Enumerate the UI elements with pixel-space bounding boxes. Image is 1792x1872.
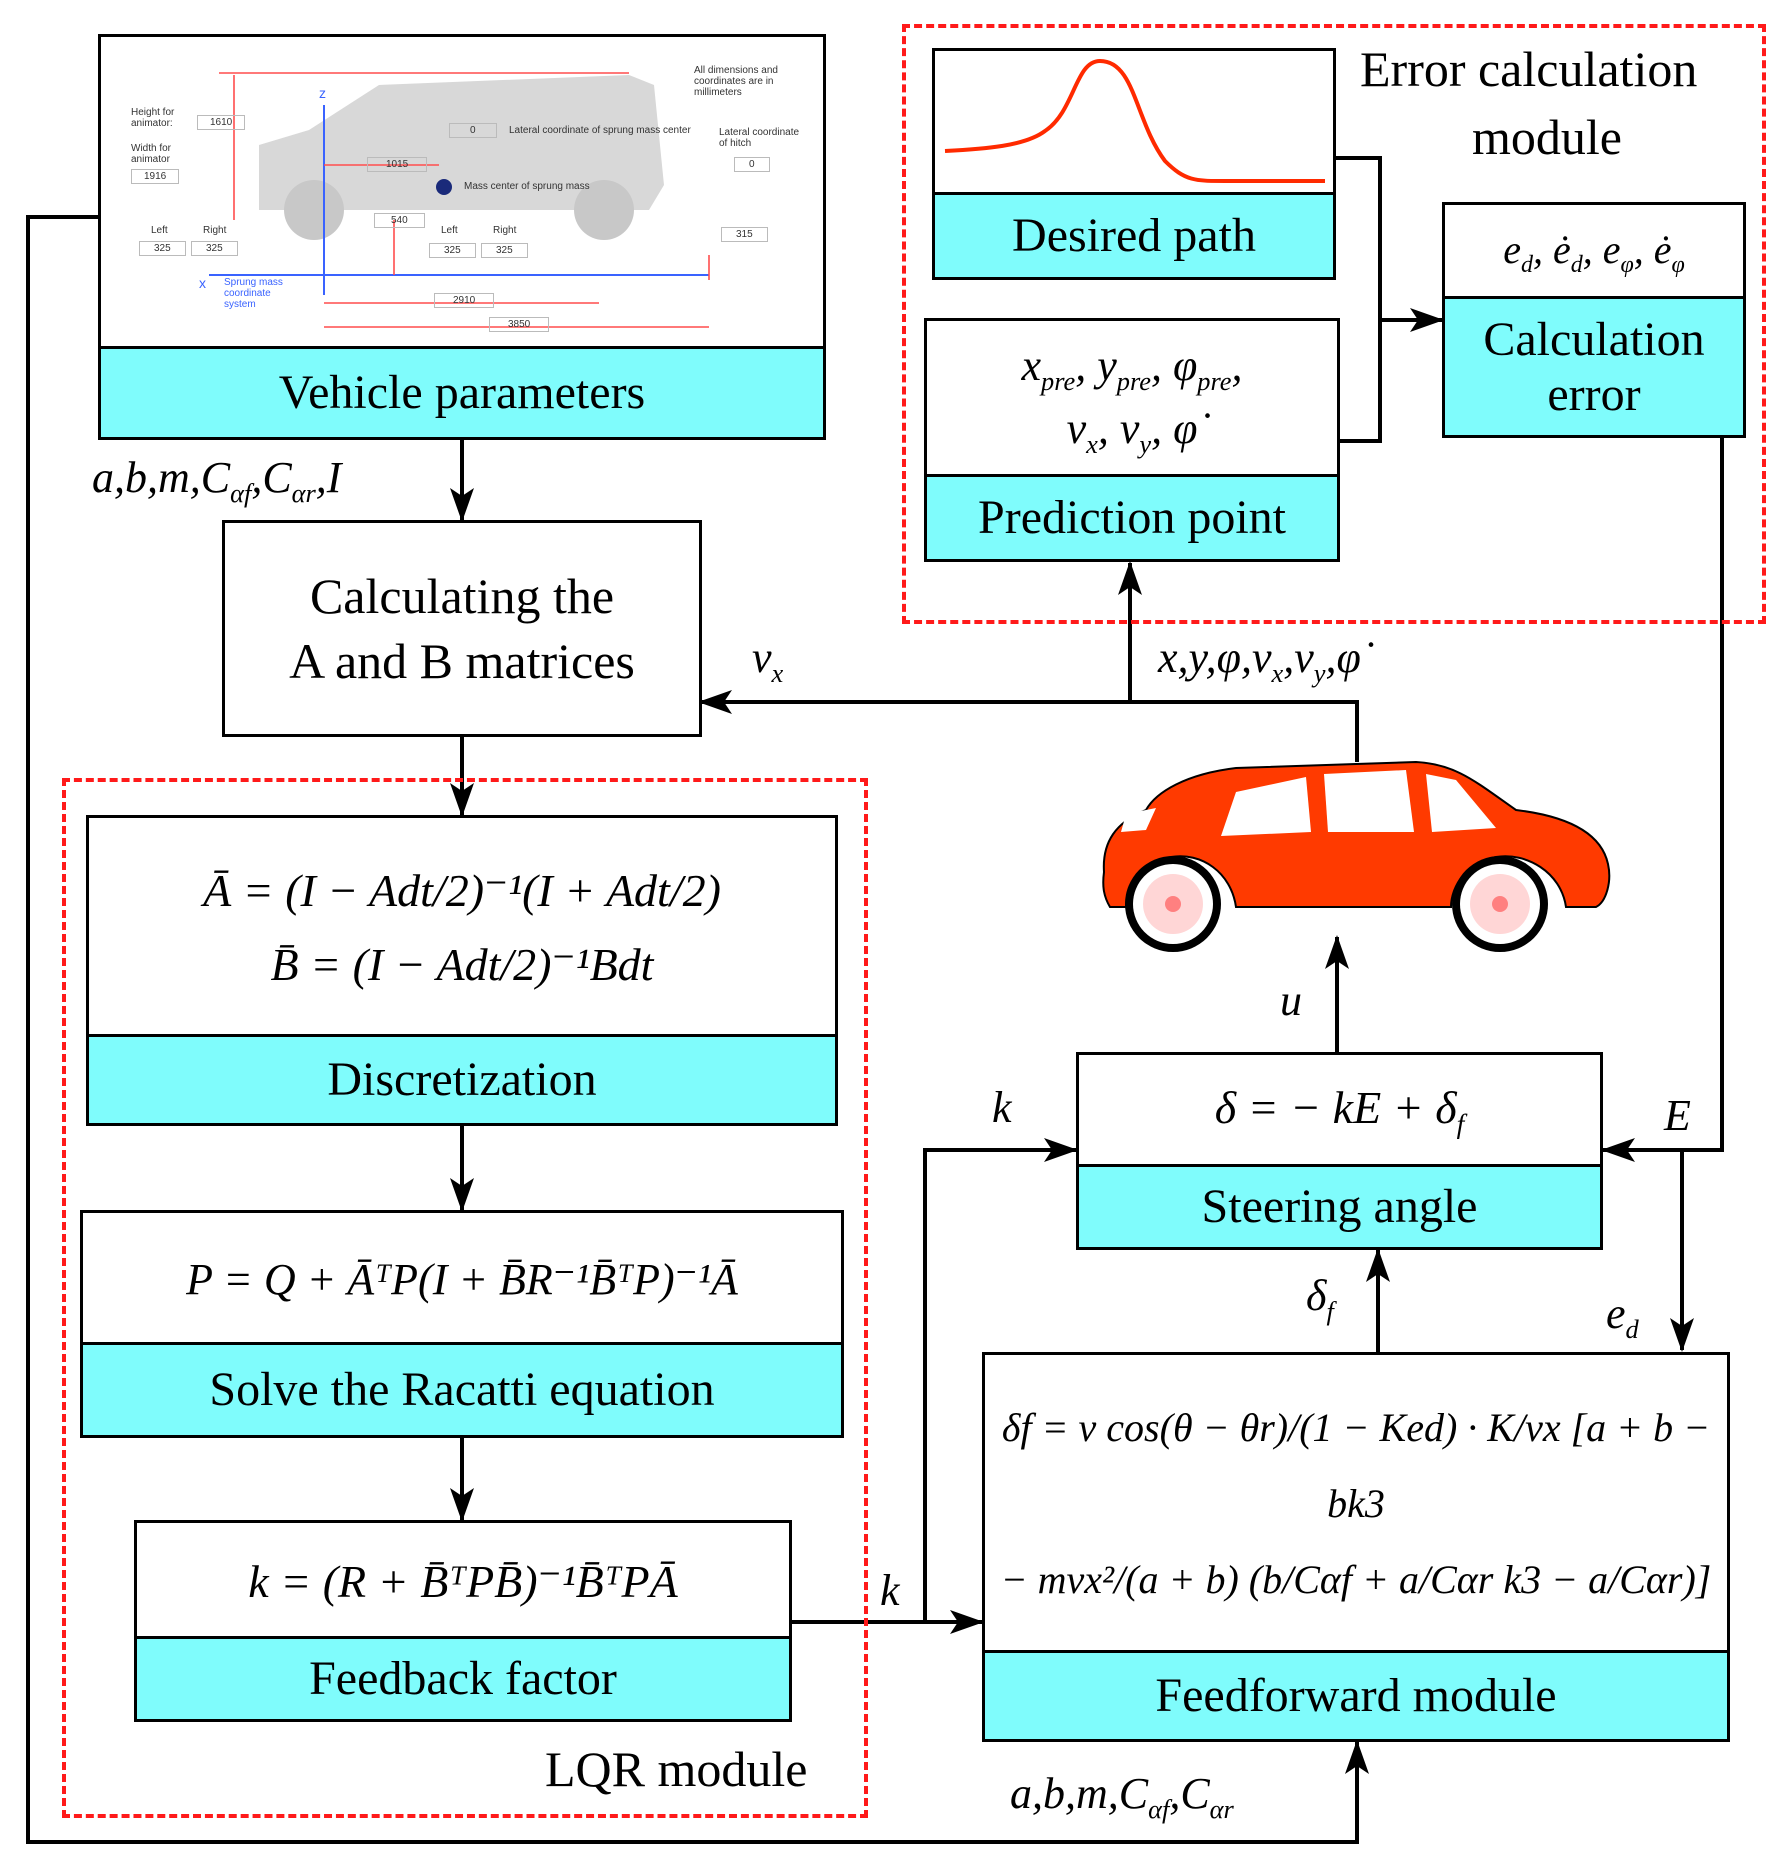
vehicle-dimension-drawing xyxy=(209,72,710,328)
calc-ab-block: Calculating the A and B matrices xyxy=(222,520,702,737)
discretization-block: Ā = (I − Adt/2)⁻¹(I + Adt/2) B̄ = (I − A… xyxy=(86,815,838,1126)
coord-label: Sprung mass coordinate system xyxy=(224,277,283,310)
dim-315: 315 xyxy=(721,227,768,242)
discretization-eq1: Ā = (I − Adt/2)⁻¹(I + Adt/2) xyxy=(203,864,721,916)
calc-error-title-line2: error xyxy=(1547,368,1641,421)
dims-note: All dimensions and coordinates are in mi… xyxy=(694,65,778,98)
calc-error-block: ed, ėd, eφ, ėφ Calculation error xyxy=(1442,202,1746,438)
dim-1015: 1015 xyxy=(367,157,428,172)
steering-eq: δ = − kE + δf xyxy=(1214,1082,1465,1140)
desired-path-block: Desired path xyxy=(932,48,1336,280)
E-label: E xyxy=(1664,1091,1691,1140)
lateral-label: Lateral coordinate of sprung mass center xyxy=(509,125,691,136)
rear-wheel-shape xyxy=(574,180,634,240)
steering-angle-title: Steering angle xyxy=(1079,1164,1600,1247)
feedforward-title: Feedforward module xyxy=(985,1650,1727,1739)
left-label-front: Left xyxy=(151,225,168,236)
feedback-eq: k = (R + B̄ᵀPB̄)⁻¹B̄ᵀPĀ xyxy=(248,1556,678,1607)
width-label: Width for animator xyxy=(131,143,172,165)
suv-silhouette xyxy=(259,75,664,210)
arrow-error-to-steering xyxy=(1601,438,1724,1162)
k-label-feedback: k xyxy=(880,1566,900,1615)
axis-z-label: z xyxy=(319,85,326,101)
desired-path-curve xyxy=(944,58,1325,183)
feedback-factor-title: Feedback factor xyxy=(137,1636,789,1719)
right-rear-value: 325 xyxy=(481,243,528,258)
mass-label: Mass center of sprung mass xyxy=(464,181,590,192)
calc-error-title: Calculation error xyxy=(1445,296,1743,435)
left-front-value: 325 xyxy=(139,241,186,256)
k-label-steering: k xyxy=(992,1083,1012,1132)
right-front-value: 325 xyxy=(191,241,238,256)
vx-label: vx xyxy=(752,633,784,688)
state-label: x,y,φ,vx,vy,φ̇ xyxy=(1158,633,1361,688)
prediction-point-title: Prediction point xyxy=(927,474,1337,559)
dim-540: 540 xyxy=(374,213,425,228)
calc-error-eq: ed, ėd, eφ, ėφ xyxy=(1503,226,1685,278)
front-wheel-shape xyxy=(284,180,344,240)
lqr-module-label: LQR module xyxy=(545,1741,808,1797)
height-label: Height for animator: xyxy=(131,107,175,129)
calc-error-title-line1: Calculation xyxy=(1483,312,1705,366)
lqr-module-frame xyxy=(62,778,868,1818)
arrow-path-to-error xyxy=(1336,156,1382,443)
width-value: 1916 xyxy=(131,169,180,184)
right-label-rear: Right xyxy=(493,225,517,236)
lateral-value: 0 xyxy=(449,123,497,138)
height-value: 1610 xyxy=(197,115,246,130)
left-rear-value: 325 xyxy=(429,243,476,258)
error-module-label-line2: module xyxy=(1472,109,1622,165)
calc-ab-line2: A and B matrices xyxy=(289,632,635,689)
u-label: u xyxy=(1280,976,1302,1025)
prediction-line2: vx, vy, φ̇ xyxy=(1066,404,1198,459)
calc-ab-line1: Calculating the xyxy=(309,567,615,624)
vehicle-parameters-block: All dimensions and coordinates are in mi… xyxy=(98,34,826,440)
feedforward-inputs-label: a,b,m,Cαf,Cαr xyxy=(1010,1769,1234,1824)
right-label-front: Right xyxy=(203,225,227,236)
prediction-line1: xpre, ypre, φpre, xyxy=(1021,340,1243,396)
arrow-params-to-feedforward xyxy=(26,215,1369,1844)
vehicle-inputs-label: a,b,m,Cαf,Cαr,I xyxy=(92,453,342,508)
deltaf-label: δf xyxy=(1306,1271,1334,1326)
feedback-factor-block: k = (R + B̄ᵀPB̄)⁻¹B̄ᵀPĀ Feedback factor xyxy=(134,1520,792,1722)
dim-3850: 3850 xyxy=(489,317,550,332)
vehicle-parameters-title: Vehicle parameters xyxy=(101,346,823,437)
riccati-eq: P = Q + ĀᵀP(I + B̄R⁻¹B̄ᵀP)⁻¹Ā xyxy=(186,1254,738,1304)
left-label-rear: Left xyxy=(441,225,458,236)
error-module-frame xyxy=(902,24,1766,624)
steering-angle-block: δ = − kE + δf Steering angle xyxy=(1076,1052,1603,1250)
hitch-label: Lateral coordinate of hitch xyxy=(719,127,800,149)
axis-x-label: x xyxy=(199,275,206,291)
mass-center-icon xyxy=(436,179,452,195)
error-module-label-line1: Error calculation xyxy=(1360,41,1698,97)
arrow-k-to-steering xyxy=(923,1138,1078,1622)
riccati-title: Solve the Racatti equation xyxy=(83,1342,841,1435)
discretization-eq2: B̄ = (I − Adt/2)⁻¹Bdt xyxy=(270,938,654,990)
riccati-block: P = Q + ĀᵀP(I + B̄R⁻¹B̄ᵀP)⁻¹Ā Solve the … xyxy=(80,1210,844,1438)
hitch-value: 0 xyxy=(734,157,770,172)
dim-2910: 2910 xyxy=(434,293,495,308)
feedforward-block: δf = v cos(θ − θr)/(1 − Ked) · K/vx [a +… xyxy=(982,1352,1730,1742)
desired-path-title: Desired path xyxy=(935,192,1333,277)
ed-label: ed xyxy=(1606,1289,1639,1344)
feedforward-eq1: δf = v cos(θ − θr)/(1 − Ked) · K/vx [a +… xyxy=(1001,1405,1711,1526)
car-icon xyxy=(1102,760,1611,952)
prediction-point-block: xpre, ypre, φpre, vx, vy, φ̇ Prediction … xyxy=(924,318,1340,562)
arrow-state-to-ab xyxy=(698,690,1359,762)
feedforward-eq2: − mvx²/(a + b) (b/Cαf + a/Cαr k3 − a/Cαr… xyxy=(1000,1557,1712,1602)
discretization-title: Discretization xyxy=(89,1034,835,1123)
